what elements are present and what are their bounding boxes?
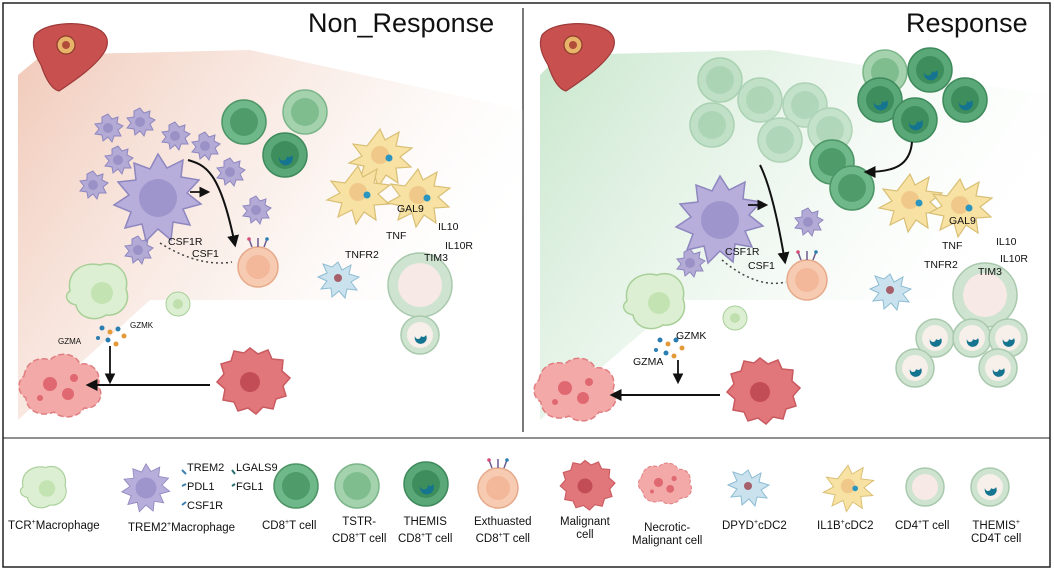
- label-gzmk: GZMK: [130, 321, 154, 330]
- legend-label-trem2-macrophage: TREM2+Macrophage: [128, 521, 236, 534]
- legend-malignant-icon: [559, 459, 616, 511]
- label-gzmk: GZMK: [676, 330, 707, 342]
- legend-label-themis-cd4: THEMIS+CD4T cell: [971, 519, 1022, 545]
- label-tim3: TIM3: [424, 252, 448, 264]
- legend-exhausted-cd8-icon: [477, 457, 519, 509]
- label-gzma: GZMA: [633, 356, 664, 368]
- tcr-macrophage-small-nucleus: [173, 299, 183, 309]
- legend-themis-cd4-icon: [970, 467, 1010, 507]
- legend-label-dpyd-cdc2: DPYD+cDC2: [722, 519, 787, 532]
- legend-cd8-icon: [273, 463, 319, 509]
- legend-themis-cd8-icon: [403, 461, 449, 507]
- cd4-t-cell-large: [952, 262, 1018, 328]
- label-gal9: GAL9: [949, 215, 976, 227]
- malignant-cell: [726, 357, 801, 425]
- panel-title-response: Response: [906, 8, 1028, 38]
- legend-tstr-cd8-icon: [334, 463, 380, 509]
- tumor-gradient-right: [540, 50, 1048, 420]
- label-tnf: TNF: [942, 240, 963, 252]
- legend-lgals9-label: LGALS9: [236, 462, 278, 474]
- themis-cd8-t-cell: [892, 97, 938, 143]
- legend-fgl1-label: FGL1: [236, 481, 264, 493]
- themis-cd4-t-cell: [400, 315, 440, 355]
- legend-csf1r-label: CSF1R: [187, 500, 224, 512]
- themis-cd4-t-cell: [895, 348, 935, 388]
- legend-label-tcr-macrophage: TCR+Macrophage: [8, 519, 100, 532]
- panel-non-response: [18, 23, 523, 420]
- label-csf1: CSF1: [192, 248, 219, 260]
- legend-il1b-cdc2-icon: [822, 464, 875, 513]
- legend-label-il1b-cdc2: IL1B+cDC2: [817, 519, 874, 532]
- legend-trem2-label: TREM2: [187, 462, 225, 474]
- label-il10r: IL10R: [445, 240, 474, 252]
- label-il10r: IL10R: [1000, 253, 1029, 265]
- legend-tcr-macrophage-icon: [19, 465, 67, 509]
- label-il10: IL10: [996, 236, 1017, 248]
- legend-receptor-icons: [181, 469, 236, 506]
- legend-dpyd-cdc2-icon: [727, 469, 770, 507]
- liver-icon: [32, 23, 108, 92]
- arrow-macrophage-to-exhausted: [759, 164, 790, 265]
- legend-label-cd8: CD8+T cell: [262, 519, 317, 532]
- dotted-csf1-path: [159, 242, 233, 264]
- legend-cd4-icon: [905, 467, 945, 507]
- label-csf1: CSF1: [748, 260, 775, 272]
- label-csf1r: CSF1R: [168, 236, 203, 248]
- label-csf1r: CSF1R: [725, 246, 760, 258]
- themis-cd4-t-cell: [978, 348, 1018, 388]
- panel-response: [533, 23, 1048, 425]
- themis-cd8-t-cell: [907, 47, 953, 93]
- legend-pdl1-label: PDL1: [187, 481, 215, 493]
- legend-trem2-macrophage-icon: [121, 463, 171, 513]
- legend-necrotic-icon: [637, 462, 693, 505]
- label-tnf: TNF: [386, 230, 407, 242]
- label-tim3: TIM3: [978, 266, 1002, 278]
- label-il10: IL10: [438, 221, 459, 233]
- dotted-csf1-path: [721, 259, 787, 285]
- label-tnfr2: TNFR2: [345, 249, 379, 261]
- label-gzma: GZMA: [58, 337, 82, 346]
- cd8-t-cell: [221, 99, 267, 145]
- arrow-themis-to-cd8: [863, 141, 913, 178]
- arrow-macrophage-to-exhausted: [187, 159, 239, 248]
- label-tnfr2: TNFR2: [924, 259, 958, 271]
- malignant-cell: [216, 347, 291, 415]
- label-gal9: GAL9: [397, 203, 424, 215]
- tstr-cd8-t-cell: [282, 89, 328, 135]
- granzyme-dots-right: [654, 337, 685, 359]
- legend-label-cd4: CD4+T cell: [895, 519, 950, 532]
- liver-icon: [539, 23, 615, 92]
- necrotic-malignant-cell: [533, 357, 617, 422]
- tcr-macrophage-small-nucleus: [730, 313, 740, 323]
- legend-icons: [19, 457, 1010, 513]
- granzyme-dots-left: [96, 325, 127, 347]
- themis-cd4-t-cell: [952, 318, 992, 358]
- panel-title-non-response: Non_Response: [308, 8, 495, 38]
- legend-label-necrotic: Necrotic-Malignant cell: [632, 522, 703, 547]
- themis-cd8-t-cell: [262, 132, 308, 178]
- legend-label-tstr-cd8: TSTR-CD8+T cell: [332, 516, 387, 545]
- themis-cd8-t-cell: [942, 77, 988, 123]
